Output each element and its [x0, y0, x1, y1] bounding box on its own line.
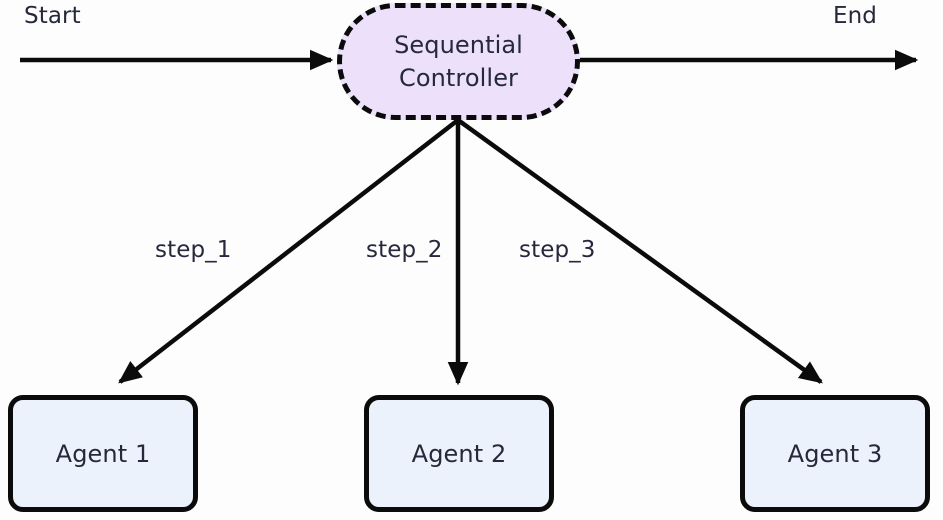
node-agent-2-label: Agent 2: [411, 439, 507, 468]
node-sequential-controller-label: Sequential Controller: [394, 30, 523, 92]
node-agent-3[interactable]: Agent 3: [740, 395, 930, 512]
node-agent-1-label: Agent 1: [55, 439, 151, 468]
node-agent-2[interactable]: Agent 2: [364, 395, 554, 512]
node-agent-1[interactable]: Agent 1: [8, 395, 198, 512]
start-label: Start: [24, 3, 81, 29]
edge-controller-to-agent-3: [456, 118, 823, 384]
end-label: End: [833, 3, 878, 29]
edge-label-step-1: step_1: [152, 237, 235, 263]
edge-label-step-2: step_2: [363, 237, 446, 263]
node-agent-3-label: Agent 3: [787, 439, 883, 468]
edge-controller-to-agent-1: [118, 118, 460, 384]
edge-label-step-3: step_3: [516, 237, 599, 263]
node-sequential-controller[interactable]: Sequential Controller: [337, 3, 580, 120]
